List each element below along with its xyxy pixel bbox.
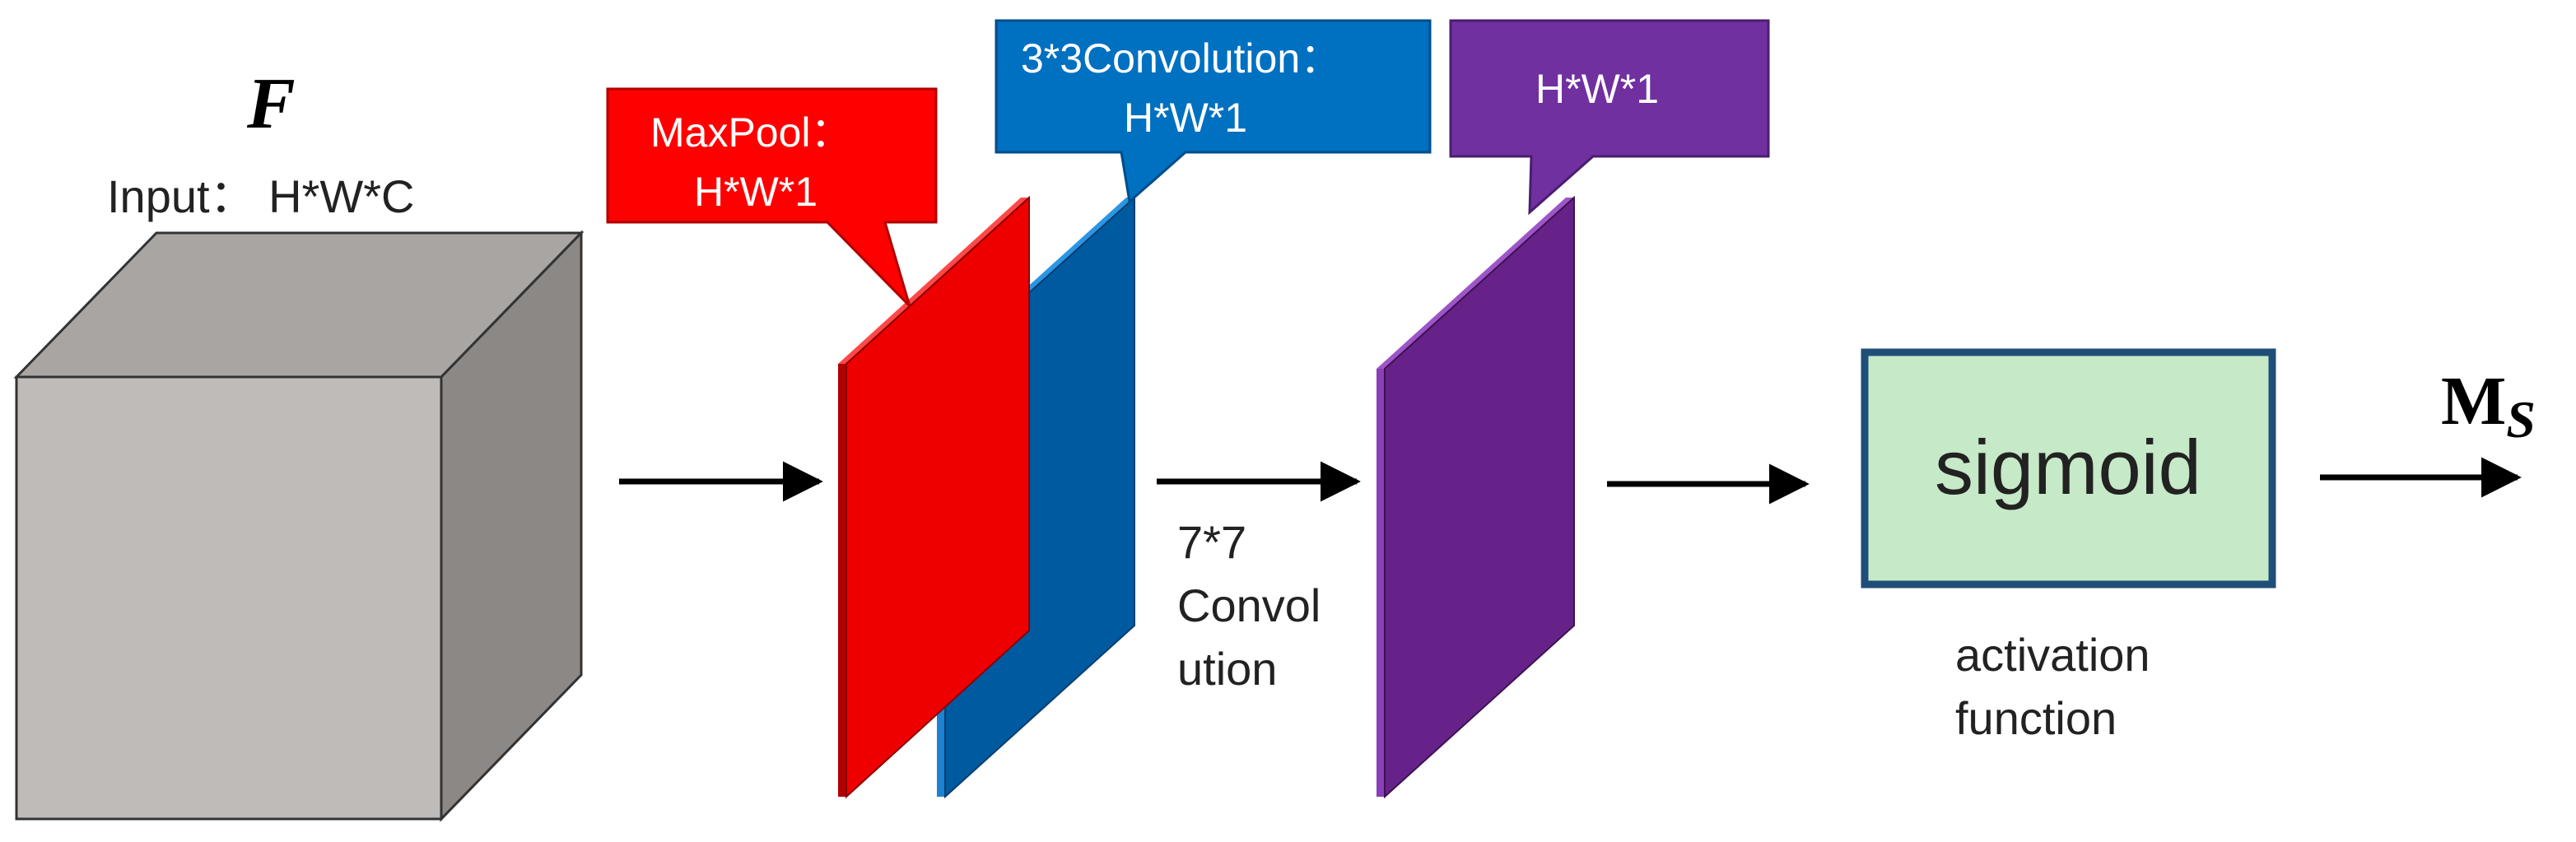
conv7-callout: H*W*1 bbox=[1449, 19, 1770, 216]
conv3-callout-line2: H*W*1 bbox=[1124, 95, 1247, 141]
conv7-callout-text: H*W*1 bbox=[1535, 66, 1659, 112]
conv7-arrow-label: 7*7 Convol ution bbox=[1177, 516, 1321, 695]
input-shape-label: Input： H*W*C bbox=[107, 170, 414, 222]
maxpool-top-face bbox=[838, 198, 1029, 364]
cube-front-face bbox=[15, 375, 443, 821]
conv7-callout-shape bbox=[1449, 19, 1770, 216]
activation-caption-line1: activation bbox=[1955, 629, 2150, 681]
maxpool-callout-line1: MaxPool： bbox=[650, 109, 852, 156]
conv7-feature-map bbox=[1377, 195, 1575, 799]
output-symbol-main: M bbox=[2441, 363, 2506, 440]
input-symbol: F bbox=[246, 64, 296, 144]
output-symbol-subscript: S bbox=[2506, 390, 2536, 449]
conv3-callout-line1: 3*3Convolution： bbox=[1021, 35, 1341, 81]
maxpool-callout: MaxPool： H*W*1 bbox=[606, 87, 938, 308]
sigmoid-box bbox=[1861, 348, 2276, 588]
conv3-callout-shape bbox=[995, 19, 1432, 204]
conv7-front-face bbox=[1384, 195, 1575, 799]
conv7-top-face bbox=[1377, 198, 1574, 369]
conv7-arrow-label-line1: 7*7 bbox=[1177, 516, 1246, 568]
maxpool-callout-line2: H*W*1 bbox=[694, 169, 818, 215]
sigmoid-label: sigmoid bbox=[1935, 424, 2201, 510]
activation-caption-line2: function bbox=[1955, 692, 2117, 744]
conv7-arrow-label-line3: ution bbox=[1177, 643, 1277, 695]
maxpool-front-face bbox=[845, 195, 1030, 799]
conv7-side-face bbox=[1377, 369, 1385, 797]
maxpool-callout-shape bbox=[606, 87, 938, 308]
output-symbol: MS bbox=[2441, 363, 2536, 449]
maxpool-feature-map bbox=[838, 195, 1030, 799]
maxpool-side-face bbox=[838, 364, 846, 797]
input-feature-cube bbox=[13, 230, 585, 822]
conv7-arrow-label-line2: Convol bbox=[1177, 579, 1321, 631]
conv3-callout: 3*3Convolution： H*W*1 bbox=[995, 19, 1432, 204]
